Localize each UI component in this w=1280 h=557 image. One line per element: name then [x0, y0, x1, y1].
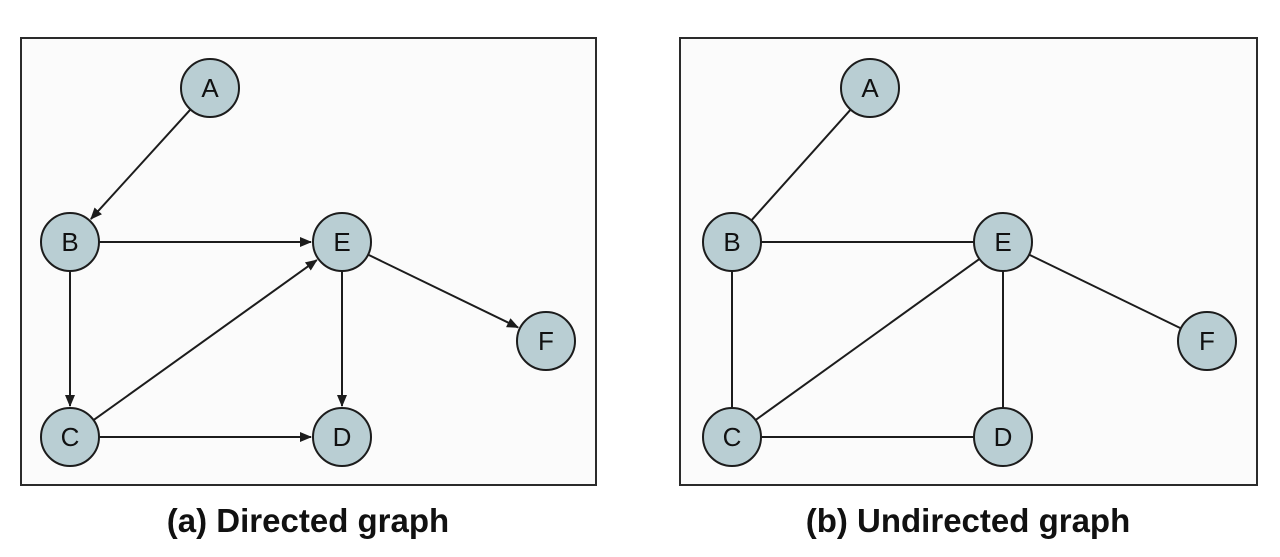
node-label: A — [861, 73, 879, 103]
undirected-graph-edges — [731, 108, 1182, 438]
node-label: A — [201, 73, 219, 103]
node-circle — [840, 58, 900, 118]
node-e: E — [312, 212, 372, 272]
edge-e-f — [367, 253, 520, 329]
node-a: A — [180, 58, 240, 118]
node-label: C — [723, 422, 742, 452]
node-label: F — [1199, 326, 1215, 356]
node-label: C — [61, 422, 80, 452]
node-label: E — [333, 227, 350, 257]
node-circle — [180, 58, 240, 118]
node-circle — [702, 212, 762, 272]
node-f: F — [1177, 311, 1237, 371]
node-circle — [1177, 311, 1237, 371]
edge-e-f — [1028, 253, 1182, 330]
undirected-graph-frame — [679, 37, 1258, 486]
edge-a-b — [750, 108, 852, 222]
node-c: C — [702, 407, 762, 467]
directed-graph-panel: A B C D E F (a) Directed graph — [20, 37, 597, 539]
node-circle — [40, 407, 100, 467]
node-b: B — [702, 212, 762, 272]
node-e: E — [973, 212, 1033, 272]
node-circle — [973, 212, 1033, 272]
node-d: D — [312, 407, 372, 467]
node-label: E — [994, 227, 1011, 257]
node-a: A — [840, 58, 900, 118]
node-circle — [312, 212, 372, 272]
edge-c-e — [92, 259, 318, 421]
node-label: D — [994, 422, 1013, 452]
node-circle — [40, 212, 100, 272]
node-label: B — [723, 227, 740, 257]
node-label: B — [61, 227, 78, 257]
node-label: F — [538, 326, 554, 356]
directed-graph-edges — [65, 108, 520, 442]
undirected-graph-nodes: A B C D E F — [702, 58, 1237, 467]
node-c: C — [40, 407, 100, 467]
directed-graph-caption: (a) Directed graph — [167, 502, 449, 539]
node-label: D — [333, 422, 352, 452]
node-b: B — [40, 212, 100, 272]
node-d: D — [973, 407, 1033, 467]
node-f: F — [516, 311, 576, 371]
node-circle — [516, 311, 576, 371]
directed-graph-nodes: A B C D E F — [40, 58, 576, 467]
node-circle — [702, 407, 762, 467]
edge-c-e — [754, 258, 981, 421]
directed-graph-frame — [20, 37, 597, 486]
node-circle — [312, 407, 372, 467]
node-circle — [973, 407, 1033, 467]
undirected-graph-panel: A B C D E F (b) Undirected graph — [679, 37, 1258, 539]
undirected-graph-caption: (b) Undirected graph — [806, 502, 1131, 539]
edge-a-b — [90, 108, 192, 220]
